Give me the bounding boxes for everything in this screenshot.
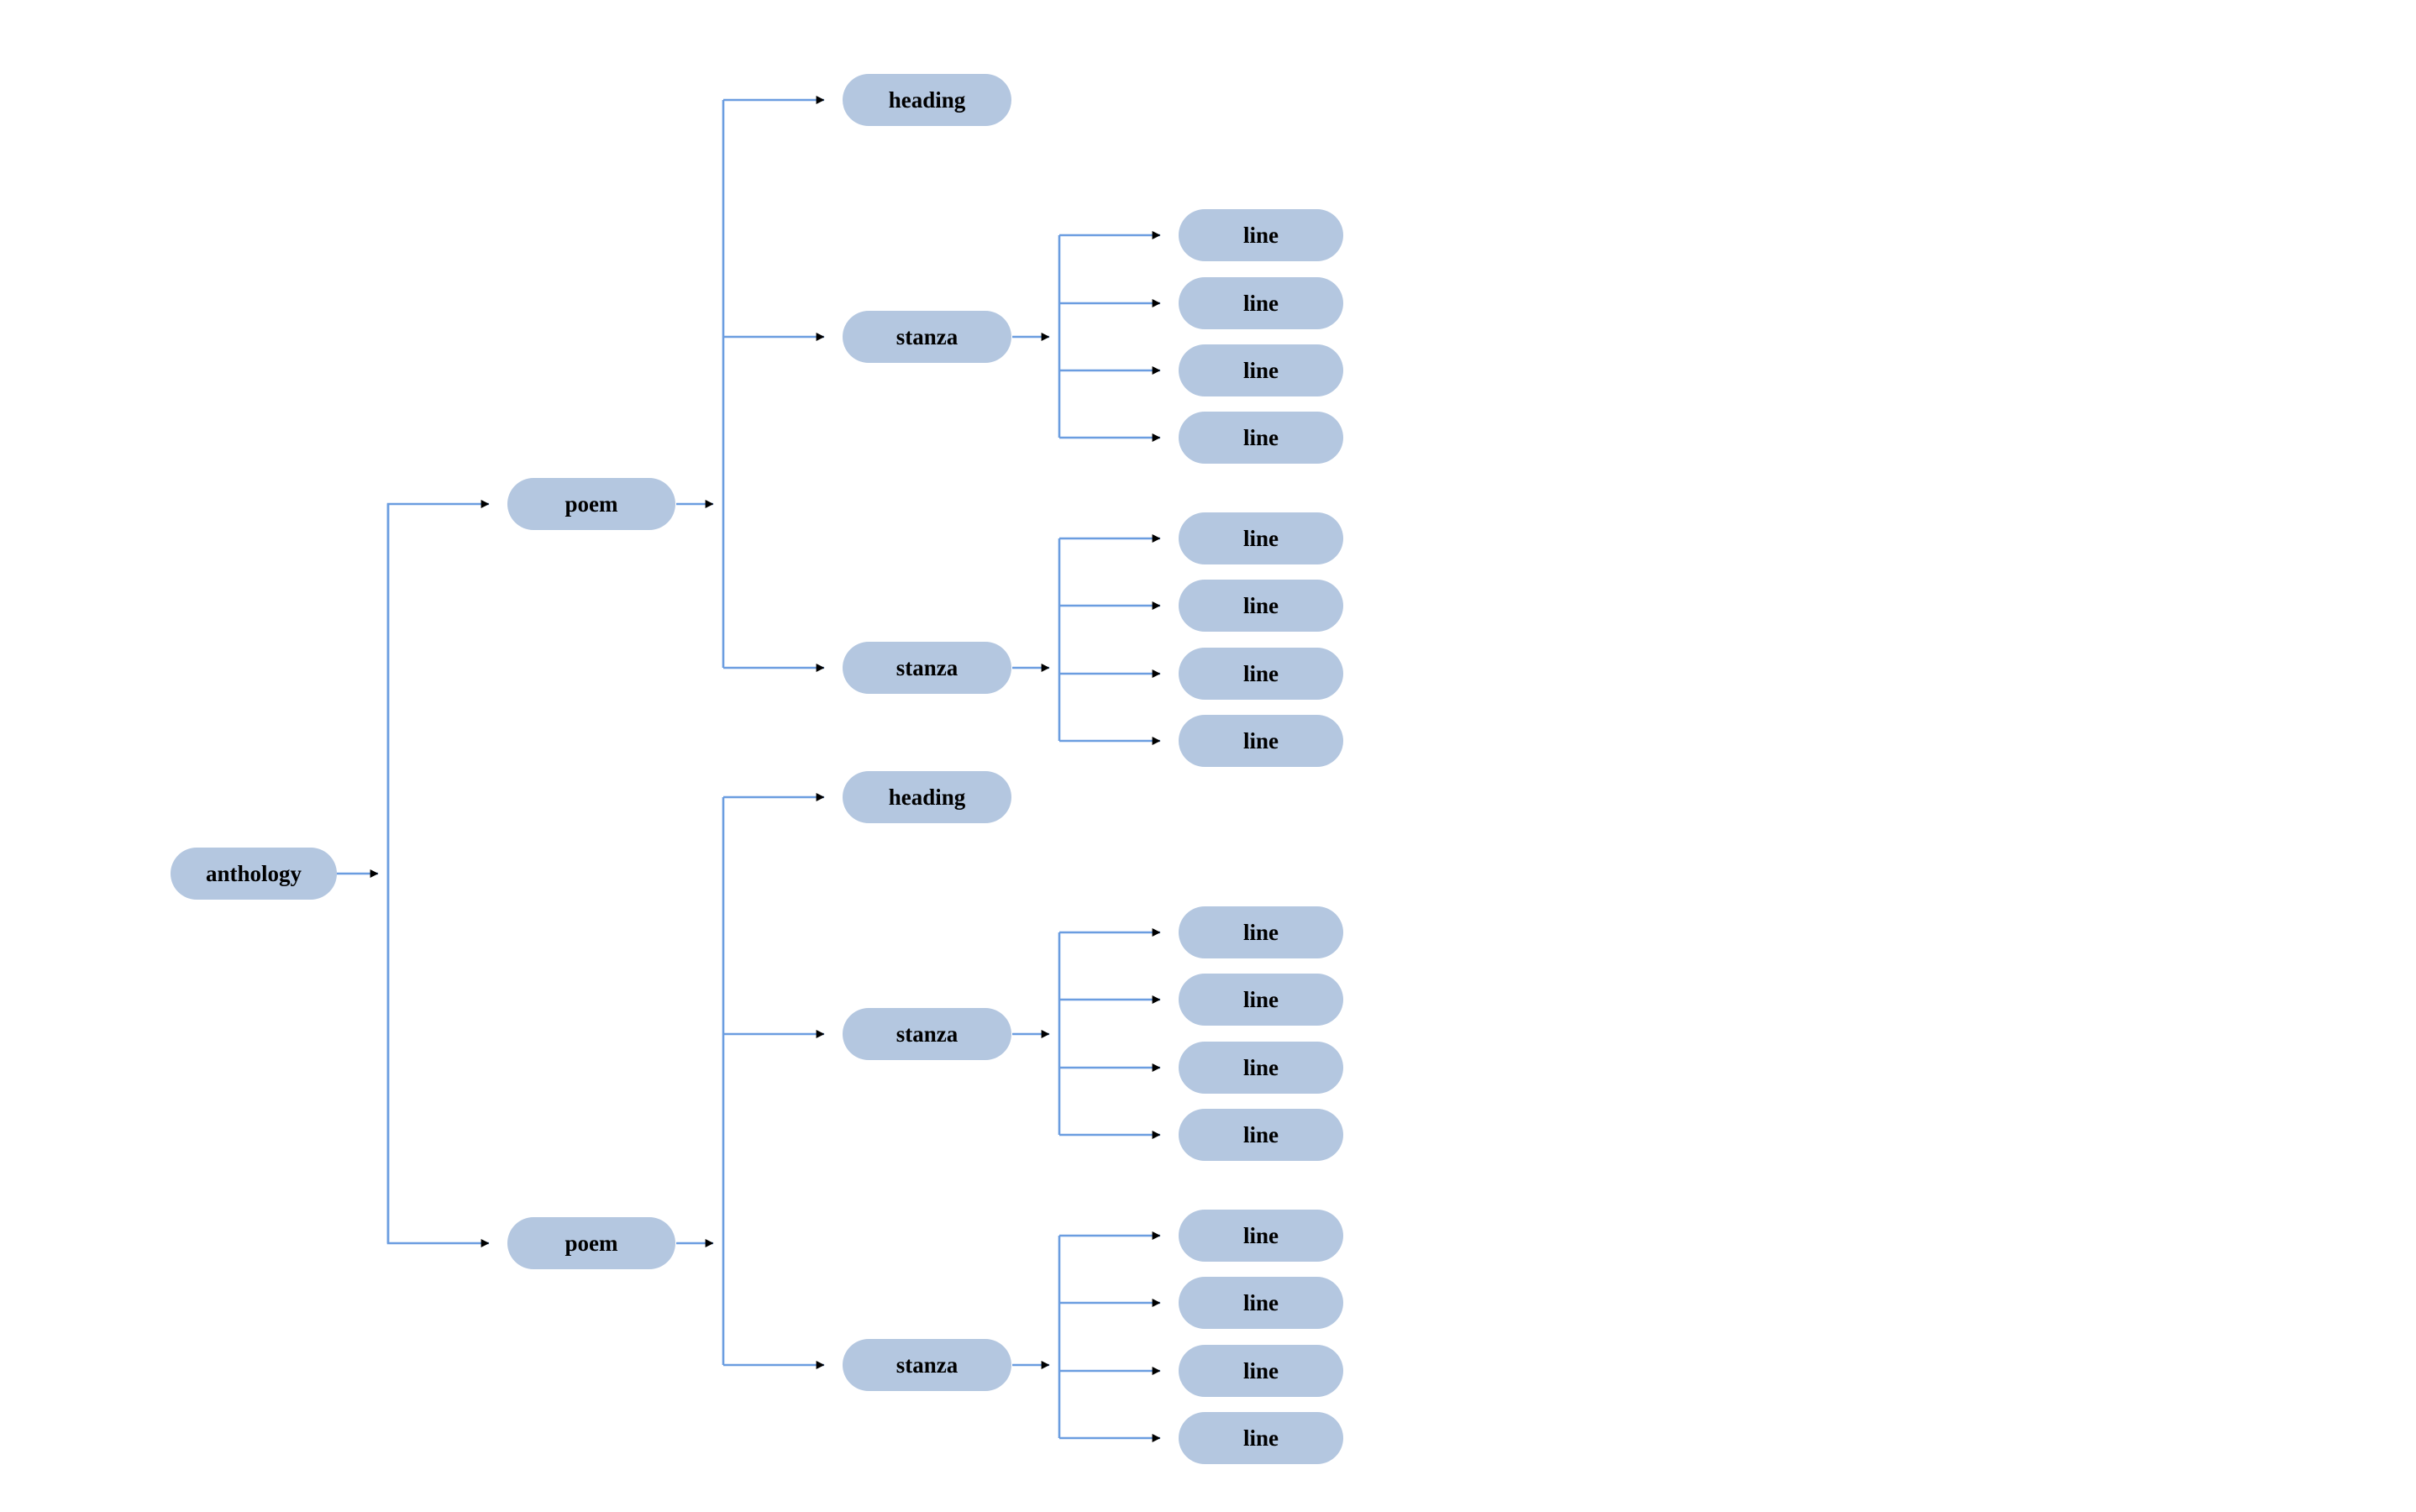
node-stanza-2a[interactable]: stanza xyxy=(843,1008,1011,1060)
node-line-1a-1[interactable]: line xyxy=(1179,209,1343,261)
edge-poem2-children xyxy=(676,793,825,1369)
edge-poem1-children xyxy=(676,96,825,672)
node-line-1a-4[interactable]: line xyxy=(1179,412,1343,464)
node-line-2a-1[interactable]: line xyxy=(1179,906,1343,958)
node-line-1b-3[interactable]: line xyxy=(1179,648,1343,700)
node-stanza-1a[interactable]: stanza xyxy=(843,311,1011,363)
node-poem-2[interactable]: poem xyxy=(507,1217,675,1269)
node-line-1b-2[interactable]: line xyxy=(1179,580,1343,632)
node-line-1b-1[interactable]: line xyxy=(1179,512,1343,564)
node-line-1a-3[interactable]: line xyxy=(1179,344,1343,396)
node-line-1a-2[interactable]: line xyxy=(1179,277,1343,329)
edge-stanza2a-lines xyxy=(1012,928,1161,1139)
node-line-2a-3[interactable]: line xyxy=(1179,1042,1343,1094)
node-line-2b-3[interactable]: line xyxy=(1179,1345,1343,1397)
node-stanza-1b[interactable]: stanza xyxy=(843,642,1011,694)
edge-stanza1b-lines xyxy=(1012,534,1161,745)
node-line-1b-4[interactable]: line xyxy=(1179,715,1343,767)
edge-stanza1a-lines xyxy=(1012,231,1161,442)
node-heading-2[interactable]: heading xyxy=(843,771,1011,823)
node-stanza-2b[interactable]: stanza xyxy=(843,1339,1011,1391)
node-anthology[interactable]: anthology xyxy=(171,848,337,900)
edge-anthology-to-spine xyxy=(337,500,490,1247)
node-line-2b-2[interactable]: line xyxy=(1179,1277,1343,1329)
node-line-2a-2[interactable]: line xyxy=(1179,974,1343,1026)
node-line-2b-1[interactable]: line xyxy=(1179,1210,1343,1262)
node-poem-1[interactable]: poem xyxy=(507,478,675,530)
node-line-2a-4[interactable]: line xyxy=(1179,1109,1343,1161)
node-line-2b-4[interactable]: line xyxy=(1179,1412,1343,1464)
node-heading-1[interactable]: heading xyxy=(843,74,1011,126)
edge-stanza2b-lines xyxy=(1012,1231,1161,1442)
